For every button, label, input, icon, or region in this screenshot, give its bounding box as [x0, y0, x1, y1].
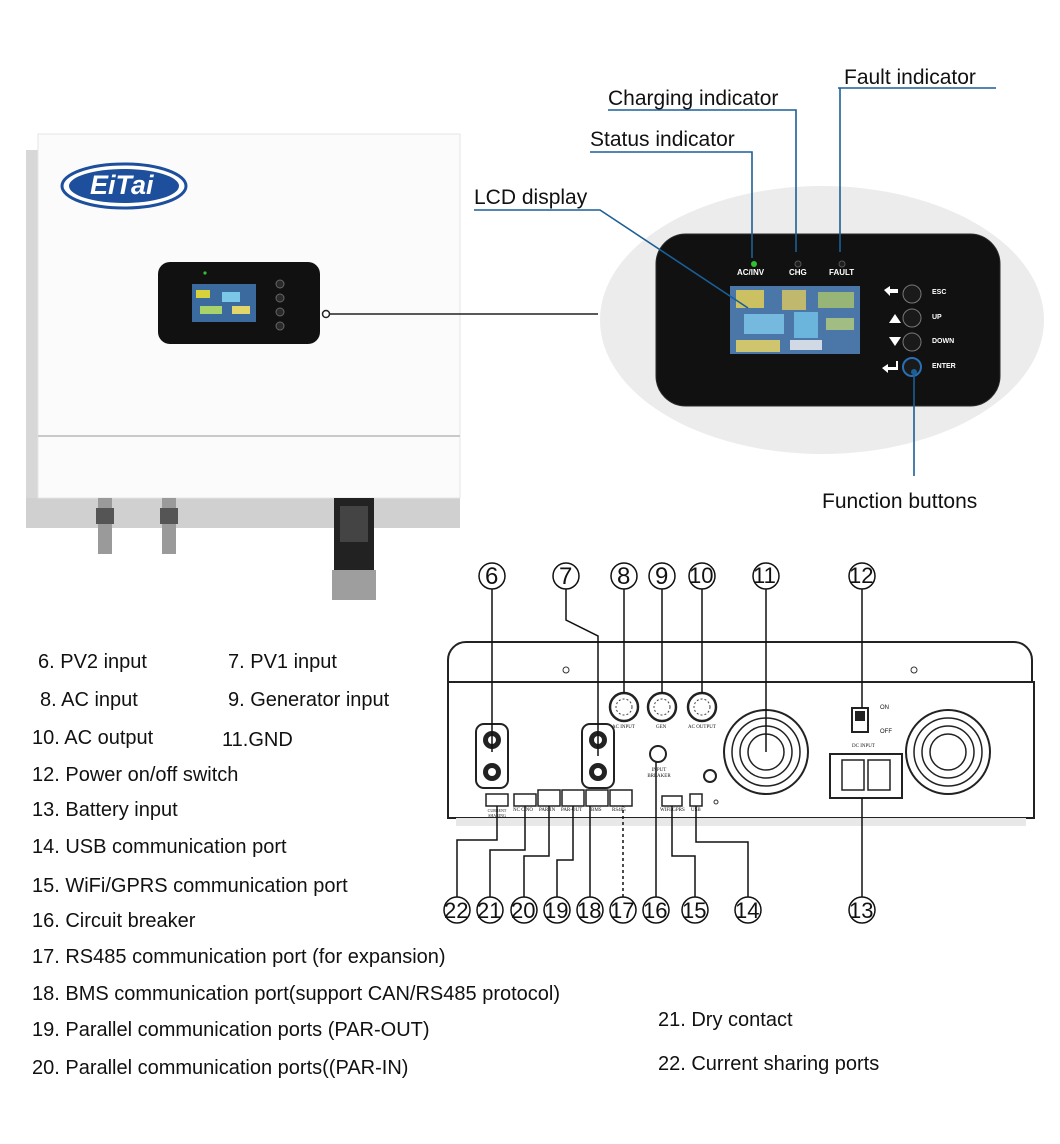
eitai-logo: [60, 162, 188, 210]
num-9: 9: [655, 563, 669, 590]
lcd-display-callout: LCD display: [474, 186, 588, 209]
num-11: 11: [753, 563, 776, 588]
panel-up-label: UP: [932, 314, 942, 321]
legend-8: 8. AC input: [40, 689, 138, 711]
ac-input-connector: [608, 691, 640, 723]
num-19: 19: [544, 898, 569, 923]
par-out-port: [561, 789, 585, 807]
num-7: 7: [559, 563, 573, 590]
par-in-port: [537, 789, 561, 807]
legend-17: 17. RS485 communication port (for expans…: [32, 946, 446, 968]
usb-port: [689, 793, 703, 807]
legend-13: 13. Battery input: [32, 799, 178, 821]
panel-status-label: AC/INV: [737, 268, 765, 277]
legend-9: 9. Generator input: [228, 689, 390, 711]
label-ac-output: AC OUTPUT: [688, 725, 716, 730]
legend-6: 6. PV2 input: [38, 651, 147, 673]
label-ac-input: AC INPUT: [612, 725, 635, 730]
function-buttons-callout: Function buttons: [822, 490, 978, 513]
num-13: 13: [849, 898, 874, 923]
num-20: 20: [511, 898, 536, 923]
label-gen: GEN: [656, 725, 667, 730]
power-switch: [851, 707, 869, 733]
label-dry-contact: NC C NO: [513, 808, 534, 813]
panel-down-label: DOWN: [932, 338, 955, 345]
input-breaker: [649, 745, 667, 763]
gnd-terminal: [703, 769, 717, 783]
num-6: 6: [485, 563, 499, 590]
panel-enter-label: ENTER: [932, 363, 956, 370]
label-input-breaker: INPUT BREAKER: [647, 768, 671, 779]
up-button-icon: [902, 308, 922, 328]
num-21: 21: [477, 898, 502, 923]
label-current-sharing: CURRENT SHARING: [487, 808, 507, 818]
charging-indicator-callout: Charging indicator: [608, 87, 779, 110]
ac-output-connector: [686, 691, 718, 723]
label-switch-off: OFF: [880, 729, 892, 735]
legend-20: 20. Parallel communication ports((PAR-IN…: [32, 1057, 409, 1079]
wifi-port: [661, 795, 683, 807]
dry-contact-port: [513, 793, 537, 807]
legend-11: 11.GND: [222, 729, 293, 751]
legend-12: 12. Power on/off switch: [32, 764, 239, 786]
status-indicator-callout: Status indicator: [590, 128, 735, 151]
num-12: 12: [849, 563, 874, 588]
label-switch-on: ON: [880, 705, 889, 711]
legend-7: 7. PV1 input: [228, 651, 337, 673]
esc-button-icon: [902, 284, 922, 304]
legend-22: 22. Current sharing ports: [658, 1053, 880, 1075]
label-bms: BMS: [591, 808, 602, 813]
legend-19: 19. Parallel communication ports (PAR-OU…: [32, 1019, 430, 1041]
inverter-front-illustration: [26, 87, 1044, 600]
rs485-port: [609, 789, 633, 807]
logo-text: EiTai: [90, 170, 154, 200]
legend-10: 10. AC output: [32, 727, 154, 749]
label-rs485: RS485: [612, 808, 626, 813]
charging-led: [794, 260, 802, 268]
label-usb: USB: [691, 808, 701, 813]
num-18: 18: [577, 898, 602, 923]
legend-21: 21. Dry contact: [658, 1009, 793, 1031]
down-button-icon: [902, 332, 922, 352]
panel-fault-label: FAULT: [829, 268, 855, 277]
fault-indicator-callout: Fault indicator: [844, 66, 976, 89]
legend-16: 16. Circuit breaker: [32, 910, 196, 932]
fault-led: [838, 260, 846, 268]
fan-right-icon: [905, 709, 991, 795]
num-10: 10: [689, 563, 714, 588]
legend-14: 14. USB communication port: [32, 836, 287, 858]
gen-connector: [646, 691, 678, 723]
panel-esc-label: ESC: [932, 289, 947, 296]
num-17: 17: [610, 898, 635, 923]
label-par-out: PAR-OUT: [561, 808, 583, 813]
current-sharing-port: [485, 793, 509, 807]
battery-input-terminal: [829, 753, 903, 799]
bms-port: [585, 789, 609, 807]
status-led: [751, 261, 757, 267]
num-22: 22: [444, 898, 469, 923]
num-15: 15: [682, 898, 707, 923]
num-8: 8: [617, 563, 631, 590]
label-wifi: WIFI/GPRS: [660, 808, 685, 813]
small-lcd: [192, 284, 256, 322]
label-dc-input: DC INPUT: [852, 744, 875, 749]
num-16: 16: [643, 898, 668, 923]
panel-charging-label: CHG: [789, 268, 807, 277]
inverter-bottom-illustration: [443, 562, 1035, 924]
legend-15: 15. WiFi/GPRS communication port: [32, 875, 348, 897]
num-14: 14: [735, 898, 760, 923]
label-par-in: PAR-IN: [539, 808, 556, 813]
legend-18: 18. BMS communication port(support CAN/R…: [32, 983, 561, 1005]
